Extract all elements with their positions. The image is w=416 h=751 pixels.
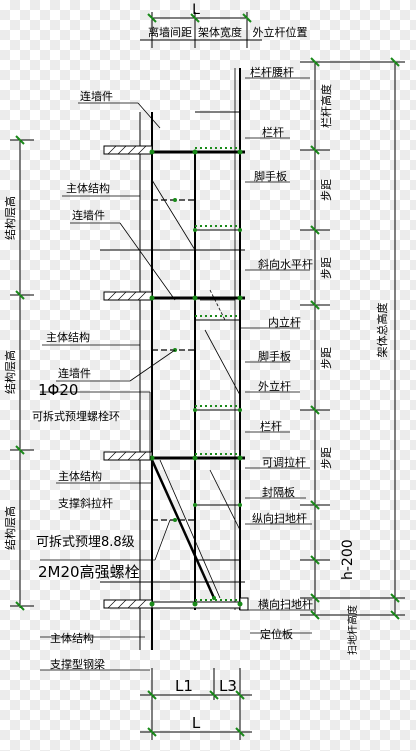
label-main-structure-2: 主体结构 [46, 330, 90, 344]
label-bolt-grade: 可拆式预埋8.8级 [36, 535, 135, 550]
right-dim-step-4: 步距 [320, 447, 333, 469]
label-wall-tie-3: 连墙件 [58, 366, 91, 380]
left-dim-floor-height-3: 结构层高 [3, 506, 17, 550]
top-label-wall-distance: 离墙间距 [148, 25, 192, 39]
bottom-dim-L: L [192, 714, 201, 732]
label-guardrail-waist: 栏杆腰杆 [250, 65, 294, 79]
right-dim-total-height: 架体总高度 [375, 303, 389, 358]
right-dim-step-2: 步距 [320, 257, 333, 279]
label-seal-board: 封隔板 [262, 485, 295, 499]
right-dim-guardrail-height: 栏杆高度 [319, 84, 333, 128]
top-label-outer-pole-position: 外立杆位置 [253, 25, 308, 39]
dimension-ticks [15, 13, 400, 737]
slab-hatching [107, 145, 147, 609]
label-diagonal-horizontal: 斜向水平杆 [258, 257, 313, 271]
label-transverse-sweep: 横向扫地杆 [258, 597, 313, 611]
label-outer-pole: 外立杆 [258, 379, 291, 393]
label-wall-tie-2: 连墙件 [72, 208, 105, 222]
top-dim-L: L [192, 2, 200, 18]
bottom-dimension-group: L1 L3 L [175, 677, 237, 732]
right-dim-sweep-height: 扫地杆高度 [346, 605, 359, 655]
label-footboard-1: 脚手板 [254, 169, 287, 183]
scaffold-poles [194, 68, 241, 610]
label-main-structure-4: 主体结构 [50, 631, 94, 645]
label-steel-beam: 支撑型钢梁 [50, 657, 105, 671]
label-longitudinal-sweep: 纵向扫地杆 [252, 511, 307, 525]
scaffold-thin-ledgers [100, 111, 245, 583]
label-footboard-2: 脚手板 [258, 349, 291, 363]
left-labels: 连墙件 主体结构 连墙件 主体结构 连墙件 1Φ20 可拆式预埋螺栓环 主体结构… [32, 89, 140, 671]
bottom-dim-L1: L1 [175, 677, 193, 695]
joint-dots [149, 149, 243, 607]
top-label-frame-width: 架体宽度 [198, 25, 242, 39]
label-phi20: 1Φ20 [38, 381, 78, 399]
dimension-lines [10, 12, 405, 740]
left-dim-floor-height-2: 结构层高 [3, 350, 17, 394]
label-main-structure-1: 主体结构 [66, 181, 110, 195]
left-dim-labels: 结构层高 结构层高 结构层高 [3, 196, 17, 550]
label-h200: h-200 [340, 539, 356, 580]
label-guardrail-1: 栏杆 [262, 125, 284, 139]
right-dim-labels: 栏杆高度 步距 步距 步距 步距 架体总高度 扫地杆高度 [319, 84, 389, 655]
label-locating-plate: 定位板 [260, 627, 293, 641]
right-labels: 栏杆腰杆 栏杆 脚手板 斜向水平杆 内立杆 脚手板 外立杆 栏杆 可调拉杆 封隔… [250, 65, 356, 641]
leader-lines [40, 77, 314, 671]
label-bolt-m20: 2M20高强螺栓 [38, 563, 140, 581]
left-dim-floor-height-1: 结构层高 [3, 196, 17, 240]
right-dim-step-1: 步距 [320, 179, 333, 201]
label-inner-pole: 内立杆 [268, 315, 301, 329]
label-bolt-ring: 可拆式预埋螺栓环 [32, 409, 120, 423]
label-support-brace: 支撑斜拉杆 [58, 496, 113, 510]
right-dim-step-3: 步距 [320, 347, 333, 369]
label-guardrail-2: 栏杆 [260, 419, 282, 433]
label-wall-tie-1: 连墙件 [80, 89, 113, 103]
footboards [195, 147, 240, 601]
diagonal-braces [150, 179, 241, 599]
label-adjustable-rod: 可调拉杆 [262, 455, 306, 469]
top-dimension-group: L 离墙间距 架体宽度 外立杆位置 [148, 2, 308, 39]
label-main-structure-3: 主体结构 [58, 469, 102, 483]
bottom-dim-L3: L3 [219, 677, 237, 695]
